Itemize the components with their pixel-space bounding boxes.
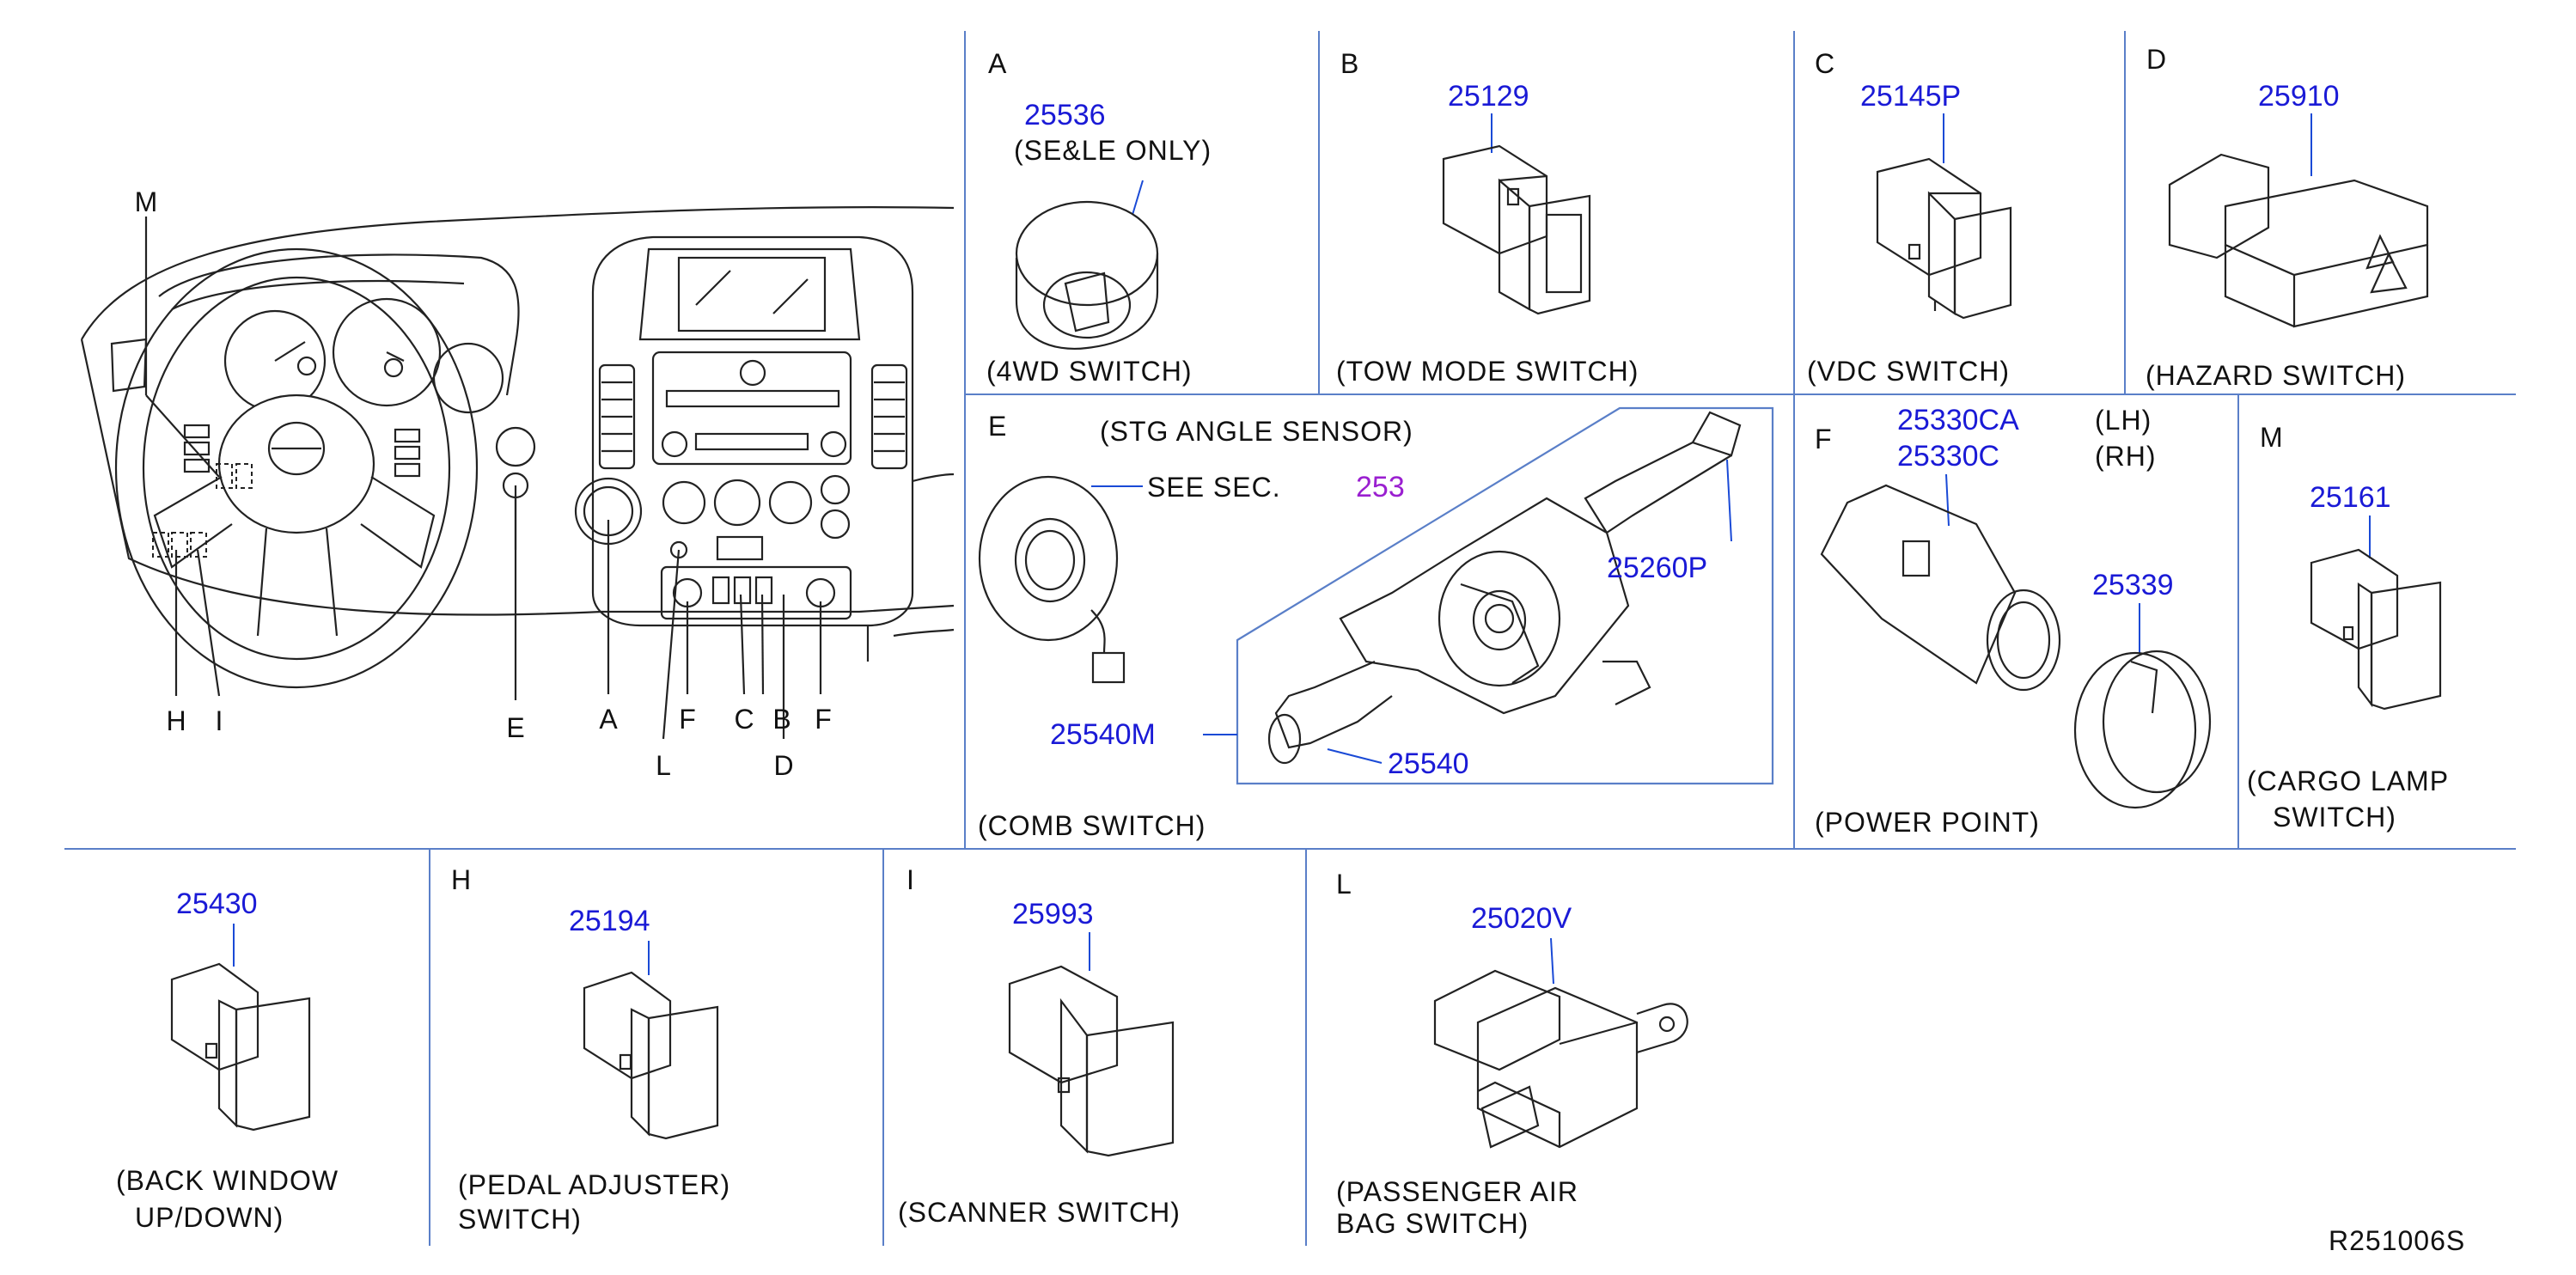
part-number-25540m: 25540M (1050, 718, 1156, 751)
part-number-25540: 25540 (1388, 747, 1469, 780)
part-number-25910: 25910 (2258, 80, 2340, 113)
panel-grid (64, 31, 2516, 1246)
callout-f-left: F (679, 704, 696, 735)
panel-f: F 25330CA 25330C (LH) (RH) 25339 (POWER … (1815, 404, 2212, 838)
panel-c-caption: (VDC SWITCH) (1807, 356, 2010, 387)
part-number-25993: 25993 (1012, 898, 1094, 930)
panel-i-letter: I (906, 864, 915, 895)
callout-m: M (135, 186, 158, 217)
panel-c: C 25145P (VDC SWITCH) (1807, 48, 2012, 387)
callout-b: B (772, 704, 791, 735)
steering-angle-sensor-drawing (978, 475, 1126, 684)
panel-b: B 25129 (TOW MODE SWITCH) (1336, 48, 1639, 387)
panel-m-letter: M (2260, 422, 2284, 453)
panel-a: A 25536 (SE&LE ONLY) (4WD SWITCH) (986, 48, 1212, 387)
panel-m-caption-1: (CARGO LAMP (2247, 766, 2449, 796)
panel-d-caption: (HAZARD SWITCH) (2146, 360, 2406, 391)
part-number-25536: 25536 (1024, 99, 1106, 131)
panel-i: I 25993 (SCANNER SWITCH) (898, 864, 1181, 1228)
pedal-adjuster-switch-drawing (583, 971, 719, 1140)
panel-h-caption-1: (PEDAL ADJUSTER) (458, 1169, 730, 1200)
scanner-switch-drawing (1008, 965, 1175, 1157)
callout-i: I (216, 705, 223, 736)
part-number-25330c: 25330C (1897, 440, 1999, 473)
callout-e: E (506, 712, 524, 743)
panel-d: D 25910 (HAZARD SWITCH) (2146, 44, 2429, 391)
panel-l-caption-1: (PASSENGER AIR (1336, 1176, 1578, 1207)
panel-h: H 25194 (PEDAL ADJUSTER) SWITCH) (451, 864, 730, 1235)
power-point-cap-drawing (2073, 650, 2212, 809)
panel-e: E (STG ANGLE SENSOR) SEE SEC. 253 25 (978, 406, 1774, 841)
panel-b-letter: B (1340, 48, 1359, 79)
panel-d-letter: D (2146, 44, 2167, 75)
panel-i-caption: (SCANNER SWITCH) (898, 1197, 1181, 1228)
panel-a-caption: (4WD SWITCH) (986, 356, 1193, 387)
part-number-25194: 25194 (569, 905, 650, 937)
back-window-switch-drawing (170, 962, 311, 1132)
callout-l: L (656, 750, 671, 781)
see-sec-label: SEE SEC. (1147, 472, 1281, 503)
hazard-switch-drawing (2168, 153, 2429, 328)
rh-label: (RH) (2095, 441, 2157, 472)
panel-a-note: (SE&LE ONLY) (1014, 135, 1212, 166)
see-sec-ref-253: 253 (1356, 471, 1405, 503)
panel-f-letter: F (1815, 424, 1833, 454)
panel-m-caption-2: SWITCH) (2273, 802, 2396, 833)
part-number-25339: 25339 (2092, 569, 2174, 601)
part-number-25161: 25161 (2310, 481, 2391, 514)
callout-a: A (599, 704, 618, 735)
combination-switch-drawing (1267, 411, 1742, 765)
part-number-25330ca: 25330CA (1897, 404, 2019, 436)
vdc-switch-drawing (1876, 157, 2012, 320)
callout-d: D (773, 750, 793, 781)
dashboard-overview (80, 205, 955, 689)
tow-mode-switch-drawing (1442, 144, 1591, 315)
panel-b-caption: (TOW MODE SWITCH) (1336, 356, 1639, 387)
callout-c: C (734, 704, 754, 735)
callout-h: H (166, 705, 186, 736)
lh-label: (LH) (2095, 405, 2152, 436)
power-point-socket-drawing (1820, 484, 2061, 692)
4wd-switch-drawing (1015, 200, 1159, 350)
diagram-code: R251006S (2329, 1225, 2465, 1256)
stg-angle-sensor-label: (STG ANGLE SENSOR) (1100, 416, 1413, 447)
passenger-airbag-switch-drawing (1433, 969, 1688, 1149)
back-window-caption-1: (BACK WINDOW (116, 1165, 339, 1196)
panel-f-caption: (POWER POINT) (1815, 807, 2040, 838)
panel-h-caption-2: SWITCH) (458, 1204, 582, 1235)
panel-l: L 25020V (PASSENGER AIR BAG SWITCH) (1336, 869, 1688, 1239)
overview-leaders (144, 217, 822, 740)
part-number-25020v: 25020V (1471, 902, 1572, 935)
part-number-25145p: 25145P (1860, 80, 1961, 113)
callout-f-right: F (815, 704, 832, 735)
panel-e-caption: (COMB SWITCH) (978, 810, 1206, 841)
panel-c-letter: C (1815, 48, 1835, 79)
panel-m: M 25161 (CARGO LAMP SWITCH) (2247, 422, 2449, 833)
back-window-caption-2: UP/DOWN) (135, 1202, 284, 1233)
part-number-25260p: 25260P (1607, 552, 1707, 584)
panel-h-letter: H (451, 864, 472, 895)
panel-l-letter: L (1336, 869, 1352, 900)
panel-e-letter: E (988, 411, 1007, 442)
panel-l-caption-2: BAG SWITCH) (1336, 1208, 1529, 1239)
part-number-25129: 25129 (1448, 80, 1529, 113)
part-number-25430: 25430 (176, 888, 258, 920)
panel-a-letter: A (988, 48, 1007, 79)
panel-back-window: 25430 (BACK WINDOW UP/DOWN) (116, 888, 339, 1233)
cargo-lamp-switch-drawing (2310, 548, 2442, 711)
